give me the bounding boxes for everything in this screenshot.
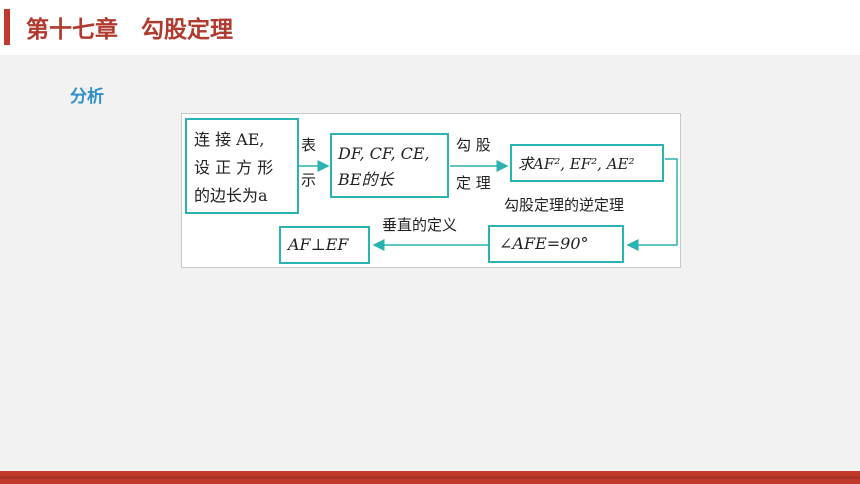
arrow-3-label: 勾股定理的逆定理 [504, 196, 625, 214]
node-squares: 求AF², EF², AE² [510, 144, 664, 182]
node-result-text: AF⊥EF [288, 235, 349, 254]
arrow-1-label-1: 表 [301, 136, 317, 154]
node-angle: ∠AFE=90° [488, 225, 624, 263]
arrow-2-label-2: 定 理 [456, 174, 491, 192]
node-lengths-line-1: DF, CF, CE, [338, 144, 430, 163]
node-start-line-2: 设 正 方 形 [194, 158, 274, 177]
section-label: 分析 [70, 87, 104, 107]
node-angle-text: ∠AFE=90° [499, 234, 589, 253]
node-start-line-1: 连 接 AE, [194, 130, 265, 149]
node-start: 连 接 AE, 设 正 方 形 的边长为a [185, 118, 299, 214]
arrow-3 [626, 158, 678, 251]
header: 第十七章 勾股定理 [0, 0, 860, 52]
flow-diagram: 连 接 AE, 设 正 方 形 的边长为a 表 示 DF, CF, CE, BE… [181, 113, 681, 268]
arrow-4-label: 垂直的定义 [382, 216, 458, 234]
node-start-line-3: 的边长为a [194, 186, 268, 205]
accent-bar [4, 9, 10, 45]
flow-arrows [299, 158, 678, 251]
node-lengths-line-2: BE的长 [338, 170, 394, 189]
node-lengths: DF, CF, CE, BE的长 [330, 133, 449, 198]
chapter-title: 第十七章 勾股定理 [26, 17, 233, 43]
arrow-2-label-1: 勾 股 [456, 136, 491, 154]
arrow-1-label-2: 示 [301, 171, 317, 189]
node-result: AF⊥EF [279, 226, 370, 264]
node-squares-text: 求AF², EF², AE² [518, 155, 635, 173]
bottom-line [0, 476, 860, 479]
